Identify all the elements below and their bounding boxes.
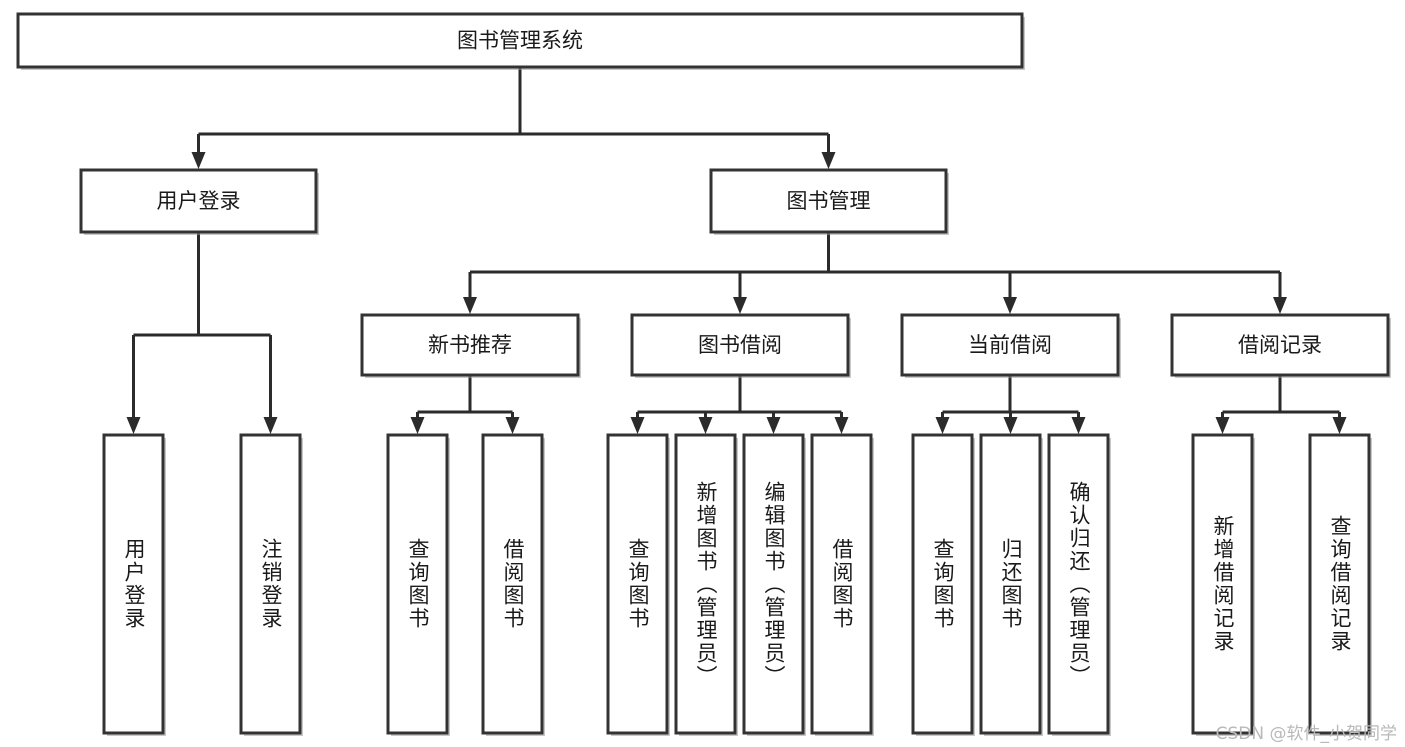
node-leaf-新增图书管理员-5[interactable]: [674, 433, 737, 735]
node-leaf-注销登录-1[interactable]: [239, 433, 302, 735]
node-l3-新书推荐-0-label: 新书推荐: [428, 333, 512, 357]
node-l3-借阅记录-3-label: 借阅记录: [1238, 333, 1322, 357]
connector-lines: [126, 67, 1347, 434]
node-leaf-查询图书-8[interactable]: [911, 433, 974, 735]
node-boxes: [16, 12, 1391, 736]
arrow-head-icon: [1003, 417, 1018, 434]
arrow-head-icon: [505, 417, 520, 434]
arrow-head-icon: [1215, 417, 1230, 434]
node-leaf-查询图书-2[interactable]: [386, 433, 449, 735]
arrow-head-icon: [821, 152, 836, 169]
arrow-head-icon: [263, 417, 278, 434]
arrow-head-icon: [935, 417, 950, 434]
node-leaf-借阅图书-3[interactable]: [481, 433, 544, 735]
arrow-head-icon: [463, 297, 477, 314]
node-l2-用户登录-0-label: 用户登录: [157, 189, 241, 213]
arrow-head-icon: [630, 417, 645, 434]
node-leaf-用户登录-0[interactable]: [102, 433, 165, 735]
arrow-head-icon: [834, 417, 849, 434]
arrow-head-icon: [766, 417, 781, 434]
node-leaf-归还图书-9[interactable]: [979, 433, 1042, 735]
node-leaf-查询图书-4[interactable]: [606, 433, 669, 735]
node-l3-图书借阅-1-label: 图书借阅: [698, 333, 782, 357]
arrow-head-icon: [1003, 297, 1017, 314]
arrow-head-icon: [1273, 297, 1287, 314]
node-leaf-新增借阅记录-11[interactable]: [1191, 433, 1254, 735]
node-l2-用户登录-0[interactable]: [79, 168, 318, 234]
node-l3-借阅记录-3[interactable]: [1170, 313, 1390, 377]
node-l3-图书借阅-1[interactable]: [630, 313, 850, 377]
arrow-head-icon: [191, 152, 206, 169]
node-leaf-编辑图书管理员-6[interactable]: [742, 433, 805, 735]
node-root[interactable]: [16, 12, 1024, 69]
node-l2-图书管理-1[interactable]: [709, 168, 948, 234]
node-root-label: 图书管理系统: [457, 29, 583, 53]
node-l2-图书管理-1-label: 图书管理: [787, 189, 871, 213]
node-l3-新书推荐-0[interactable]: [360, 313, 580, 377]
arrow-head-icon: [733, 297, 747, 314]
arrow-head-icon: [126, 417, 141, 434]
node-leaf-确认归还管理员-10[interactable]: [1047, 433, 1110, 735]
node-leaf-查询借阅记录-12[interactable]: [1308, 433, 1371, 735]
node-l3-当前借阅-2[interactable]: [900, 313, 1120, 377]
arrow-head-icon: [410, 417, 425, 434]
watermark: CSDN @软件_小贺同学: [1215, 724, 1397, 744]
node-l3-当前借阅-2-label: 当前借阅: [968, 333, 1052, 357]
arrow-head-icon: [1071, 417, 1086, 434]
node-leaf-借阅图书-7[interactable]: [810, 433, 873, 735]
arrow-head-icon: [698, 417, 713, 434]
arrow-head-icon: [1332, 417, 1347, 434]
